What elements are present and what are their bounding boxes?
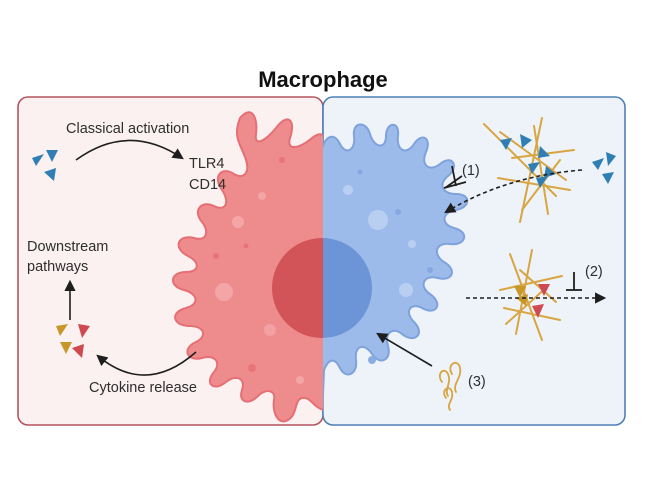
inhibition-icon	[444, 175, 463, 189]
classical-activation-label: Classical activation	[66, 121, 189, 137]
inhibition-2-icon	[566, 272, 582, 291]
ligand-bound-icon	[500, 134, 556, 188]
receptor-tlr4-label: TLR4	[189, 156, 224, 172]
marker-1-label: (1)	[462, 163, 480, 179]
classical-activation-arrow	[75, 139, 184, 161]
cytokine-icon	[56, 324, 90, 358]
marker-3-label: (3)	[468, 374, 486, 390]
ligand-icon	[592, 152, 616, 184]
downstream-pathways-label-2: pathways	[27, 259, 88, 275]
receptor-cd14-label: CD14	[189, 177, 226, 193]
downstream-pathways-label-1: Downstream	[27, 239, 108, 255]
ligand-icon	[32, 150, 58, 181]
inhibition-1-icon	[443, 165, 467, 189]
fiber-mesh-icon	[499, 249, 563, 341]
marker-2-label: (2)	[585, 264, 603, 280]
cytokine-release-arrow	[96, 351, 197, 376]
uptake-arrow	[376, 332, 433, 367]
page-title: Macrophage	[258, 67, 388, 92]
macrophage-cell	[172, 111, 469, 423]
cytokine-release-label: Cytokine release	[89, 380, 197, 396]
blocked-ligand-arrow	[444, 169, 583, 214]
cytokine-trapped-icon	[514, 284, 550, 318]
hair-fiber-icon	[438, 361, 462, 411]
